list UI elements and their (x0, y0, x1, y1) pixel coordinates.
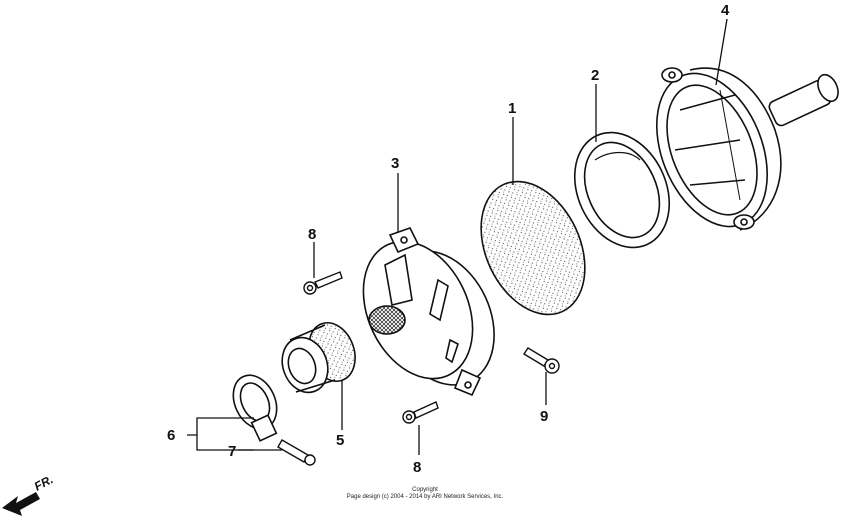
callout-3: 3 (391, 155, 399, 172)
front-direction-arrow-icon: FR. (2, 472, 55, 516)
copyright-line-1: Copyright (412, 487, 438, 493)
filter-element-part (480, 180, 586, 316)
callout-8-upper: 8 (308, 226, 316, 243)
callout-6: 6 (167, 427, 175, 444)
bolt-upper-part (303, 271, 343, 295)
callout-1: 1 (508, 100, 516, 117)
leader-lines (187, 18, 728, 455)
callout-4: 4 (721, 2, 730, 19)
front-direction-label: FR. (32, 472, 56, 493)
gasket-part (573, 131, 671, 249)
bolt-lower-part (402, 401, 439, 424)
callout-5: 5 (336, 432, 344, 449)
band-screw-part (277, 439, 316, 466)
air-cleaner-cover-part (362, 227, 495, 397)
callout-8-lower: 8 (413, 459, 421, 476)
callout-7: 7 (228, 443, 236, 460)
callout-2: 2 (591, 67, 599, 84)
callout-9: 9 (540, 408, 548, 425)
copyright-line-2: Page design (c) 2004 - 2014 by ARI Netwo… (347, 494, 504, 500)
bolt-nine-part (523, 347, 560, 374)
air-cleaner-elbow-part (655, 67, 839, 231)
tube-band-part (232, 374, 278, 442)
connecting-tube-part (281, 322, 356, 394)
